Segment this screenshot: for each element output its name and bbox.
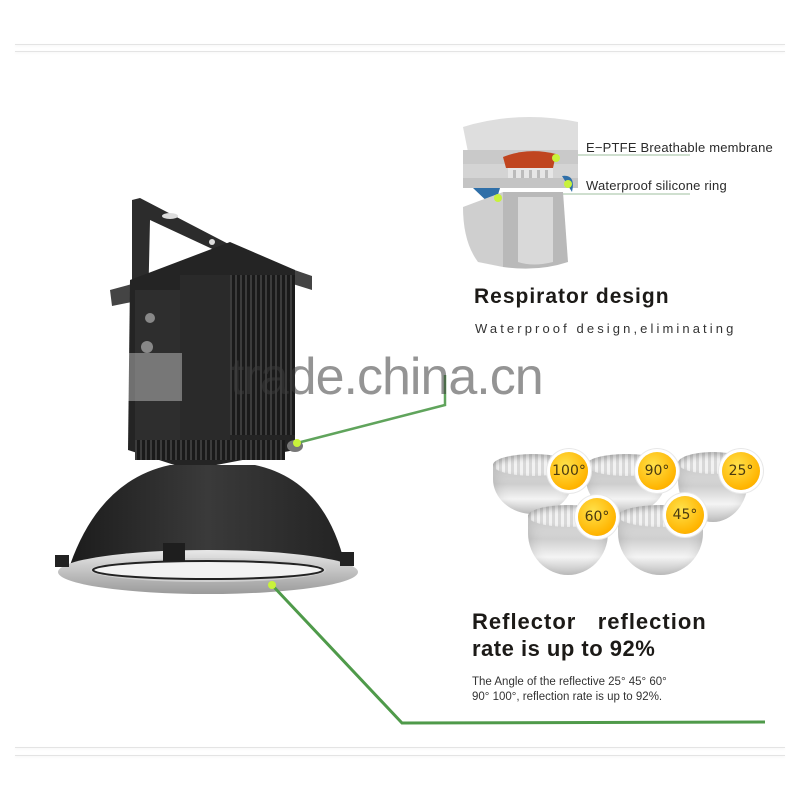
top-divider-shadow (15, 51, 785, 52)
top-divider (15, 44, 785, 45)
angle-badge-90: 90° (638, 452, 676, 490)
bottom-divider (15, 747, 785, 748)
bottom-divider-shadow (15, 755, 785, 756)
reflector-cups-image: 100° 90° 25° 60° 45° (488, 450, 788, 590)
respirator-subtitle: Waterproof design,eliminating (475, 321, 737, 336)
watermark-band (52, 353, 182, 401)
callout-silicone-ring: Waterproof silicone ring (586, 178, 727, 193)
cross-section-icon (463, 117, 578, 269)
watermark-text: trade.china.cn (230, 348, 544, 406)
angle-badge-60: 60° (578, 498, 616, 536)
high-bay-lamp-image (40, 180, 390, 600)
reflector-description-line1: The Angle of the reflective 25° 45° 60° (472, 676, 667, 688)
callout-eptfe-membrane: E−PTFE Breathable membrane (586, 140, 773, 155)
lamp-illustration-icon (55, 198, 358, 594)
reflector-point-dot-icon (268, 581, 276, 589)
reflector-title-line2: rate is up to 92% (472, 636, 656, 661)
mount-point-dot-icon (293, 439, 301, 447)
respirator-cross-section-image (458, 112, 588, 272)
reflector-title-line1: Reflector reflection (472, 609, 707, 634)
angle-badge-100: 100° (550, 452, 588, 490)
angle-badge-45: 45° (666, 496, 704, 534)
respirator-title: Respirator design (474, 285, 670, 308)
reflector-description-line2: 90° 100°, reflection rate is up to 92%. (472, 691, 663, 703)
angle-badge-25: 25° (722, 452, 760, 490)
